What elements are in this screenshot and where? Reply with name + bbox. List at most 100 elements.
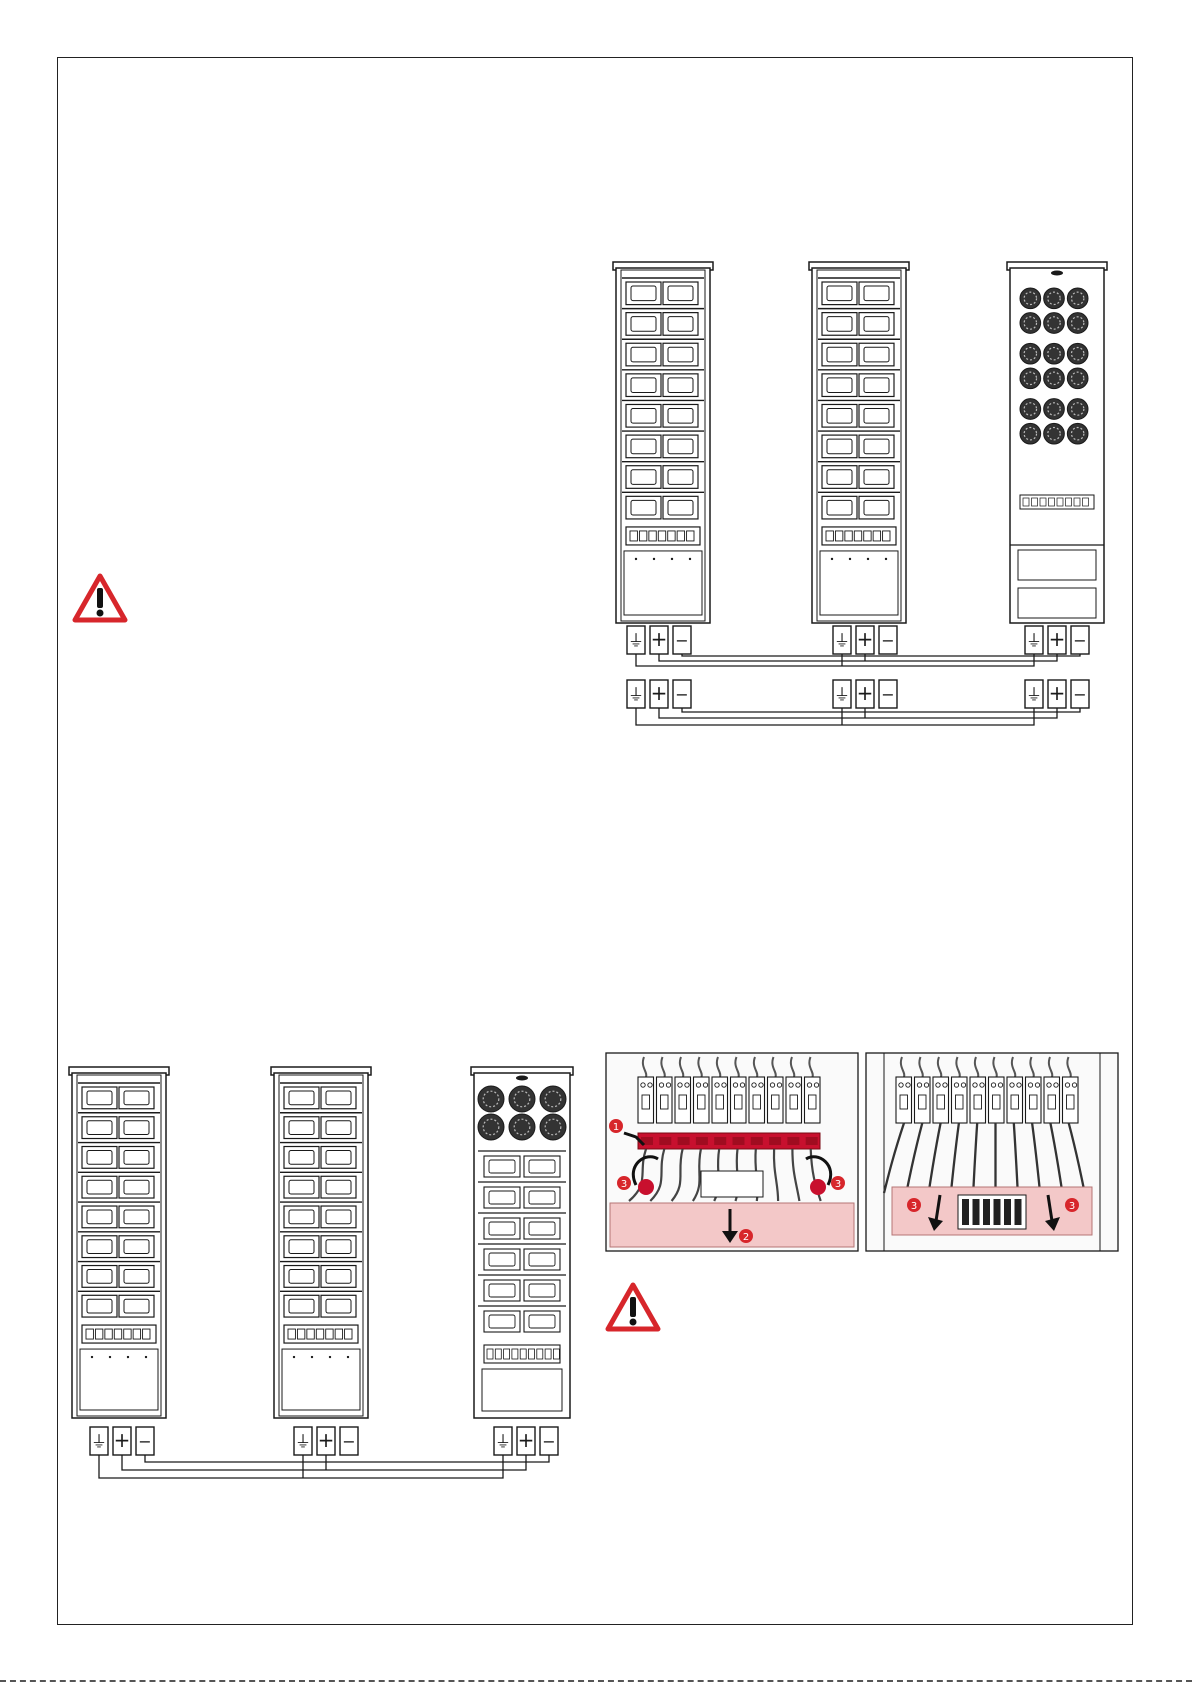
terminal-module: [638, 1077, 654, 1123]
cover-clip: [714, 1137, 726, 1145]
fan: [1067, 399, 1088, 420]
terminal-symbol: −: [1073, 631, 1086, 650]
terminal-module: [657, 1077, 673, 1123]
bus-connector: [701, 1171, 763, 1197]
fan: [1020, 288, 1041, 309]
terminal-symbol: ⏚: [834, 631, 850, 650]
battery-cabinet: [613, 262, 713, 623]
ground-bus: [99, 1455, 503, 1478]
screw: [329, 1356, 331, 1358]
cover-clip: [696, 1137, 708, 1145]
positive-bus-lower: [659, 708, 1057, 718]
ups-breaker: [1074, 498, 1080, 506]
terminal-symbol: −: [675, 685, 688, 704]
cover-plate: [610, 1203, 854, 1247]
ups-breaker: [1040, 498, 1046, 506]
terminal-symbol: −: [881, 685, 894, 704]
fan: [1067, 368, 1088, 389]
terminal-symbol: +: [857, 627, 874, 651]
fan: [540, 1114, 566, 1140]
terminal-symbol: +: [318, 1428, 335, 1452]
terminal-module: [731, 1077, 747, 1123]
battery-cabinet: [69, 1067, 169, 1418]
logo-mark: [516, 1076, 528, 1081]
terminal-module: [1007, 1077, 1023, 1123]
screw: [311, 1356, 313, 1358]
terminal-symbol: ⏚: [628, 685, 644, 704]
screw: [885, 558, 887, 560]
fan: [1044, 288, 1065, 309]
logo-mark: [1051, 271, 1063, 276]
terminal-module: [749, 1077, 765, 1123]
fan: [509, 1114, 535, 1140]
cabinet-wiring-diagram-top: ⏚+−⏚+−⏚+−⏚+−⏚+−⏚+−: [600, 260, 1105, 740]
fastener: [810, 1179, 826, 1195]
step-number: 2: [743, 1232, 749, 1243]
screw: [689, 558, 691, 560]
connector-pin: [962, 1199, 969, 1225]
breaker: [553, 1349, 559, 1359]
fan: [1044, 423, 1065, 444]
fan: [478, 1086, 504, 1112]
terminal-symbol: −: [342, 1432, 355, 1451]
terminal-symbol: −: [675, 631, 688, 650]
cover-clip: [751, 1137, 763, 1145]
warning-triangle-icon: [605, 1282, 661, 1332]
step-number: 3: [1069, 1201, 1075, 1212]
terminal-module: [915, 1077, 931, 1123]
terminal-symbol: ⏚: [628, 631, 644, 650]
screw: [145, 1356, 147, 1358]
terminal-module: [786, 1077, 802, 1123]
terminal-symbol: ⏚: [834, 685, 850, 704]
screw: [109, 1356, 111, 1358]
screw: [635, 558, 637, 560]
breaker: [537, 1349, 543, 1359]
breaker: [545, 1349, 551, 1359]
step-number: 3: [835, 1179, 841, 1190]
fan: [1020, 423, 1041, 444]
screw: [347, 1356, 349, 1358]
terminal-symbol: +: [1049, 681, 1066, 705]
terminal-module: [1026, 1077, 1042, 1123]
fan: [1020, 399, 1041, 420]
screw: [849, 558, 851, 560]
cover-clip: [733, 1137, 745, 1145]
terminal-module: [933, 1077, 949, 1123]
connector-pin: [1015, 1199, 1022, 1225]
ups-breaker: [1023, 498, 1029, 506]
ups-breaker: [1066, 498, 1072, 506]
connector-pin: [973, 1199, 980, 1225]
fan: [1067, 288, 1088, 309]
connector-pin: [983, 1199, 990, 1225]
screw: [91, 1356, 93, 1358]
fan: [1044, 399, 1065, 420]
battery-cabinet: [809, 262, 909, 623]
fan: [1044, 313, 1065, 334]
screw: [653, 558, 655, 560]
terminal-symbol: +: [857, 681, 874, 705]
terminal-symbol: −: [138, 1432, 151, 1451]
cover-clip: [678, 1137, 690, 1145]
terminal-module: [1044, 1077, 1060, 1123]
ground-bus-lower: [636, 708, 1034, 725]
fastener: [638, 1179, 654, 1195]
terminal-symbol: +: [651, 681, 668, 705]
ups-breaker: [1049, 498, 1055, 506]
fan: [1020, 368, 1041, 389]
terminal-symbol: ⏚: [295, 1432, 311, 1451]
terminal-module: [694, 1077, 710, 1123]
step-number: 3: [911, 1201, 917, 1212]
breaker: [512, 1349, 518, 1359]
terminal-symbol: +: [114, 1428, 131, 1452]
terminal-module: [970, 1077, 986, 1123]
step-number: 1: [613, 1122, 619, 1133]
breaker: [495, 1349, 501, 1359]
battery-cabinet: [271, 1067, 371, 1418]
page-edge-rule: [0, 1680, 1192, 1682]
ups-cabinet: [471, 1067, 573, 1418]
fan: [1067, 313, 1088, 334]
fan: [1067, 423, 1088, 444]
cover-clip: [787, 1137, 799, 1145]
terminal-symbol: ⏚: [1026, 631, 1042, 650]
